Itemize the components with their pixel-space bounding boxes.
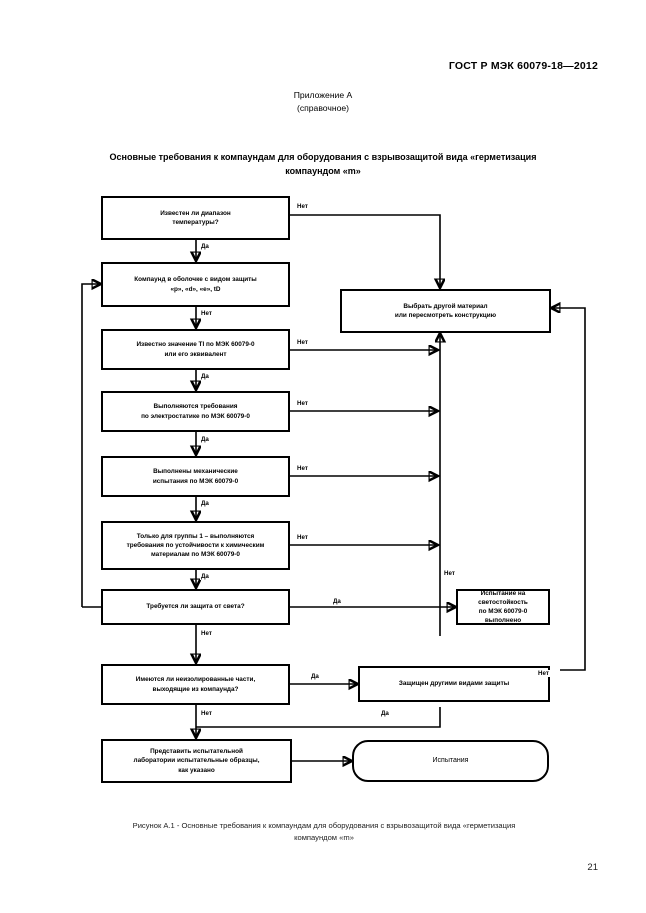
edge-label-no: Нет bbox=[200, 710, 213, 717]
edge-label-yes: Да bbox=[200, 373, 210, 380]
flow-node-tests[interactable]: Испытания bbox=[352, 740, 549, 782]
flow-node-compound-enclosure[interactable]: Компаунд в оболочке с видом защиты«p», «… bbox=[101, 262, 290, 307]
edge-label-no: Нет bbox=[537, 670, 550, 677]
figure-caption-line-2: компаундом «m» bbox=[294, 833, 354, 842]
edge-label-yes: Да bbox=[200, 500, 210, 507]
edge-label-yes: Да bbox=[332, 598, 342, 605]
flow-node-label: Испытания bbox=[432, 757, 469, 765]
edge-label-no: Нет bbox=[296, 339, 309, 346]
annex-label: Приложение А bbox=[293, 90, 353, 100]
figure-caption: Рисунок А.1 - Основные требования к комп… bbox=[48, 820, 600, 844]
edge-label-yes: Да bbox=[200, 436, 210, 443]
page-title-line-1: Основные требования к компаундам для обо… bbox=[109, 152, 537, 162]
edge-label-no: Нет bbox=[443, 570, 456, 577]
edge-label-no: Нет bbox=[296, 400, 309, 407]
edge-label-no: Нет bbox=[296, 465, 309, 472]
figure-caption-line-1: Рисунок А.1 - Основные требования к комп… bbox=[132, 821, 516, 830]
flow-node-label: Компаунд в оболочке с видом защиты«p», «… bbox=[134, 276, 257, 293]
edge-label-no: Нет bbox=[296, 203, 309, 210]
annex-kind: (справочное) bbox=[296, 103, 350, 113]
flow-node-label: Защищен другими видами защиты bbox=[398, 680, 510, 688]
page-title: Основные требования к компаундам для обо… bbox=[48, 150, 598, 178]
flow-node-label: Имеются ли неизолированные части,выходящ… bbox=[135, 676, 256, 693]
edge-label-yes: Да bbox=[200, 573, 210, 580]
page-title-line-2: компаундом «m» bbox=[285, 166, 361, 176]
flow-node-label: Требуется ли защита от света? bbox=[146, 603, 245, 611]
annex-block: Приложение А (справочное) bbox=[0, 89, 646, 115]
page-number: 21 bbox=[587, 862, 598, 873]
flow-node-protected-by-other-types[interactable]: Защищен другими видами защиты bbox=[358, 666, 550, 702]
edge-label-yes: Да bbox=[200, 243, 210, 250]
edge-label-yes: Да bbox=[310, 673, 320, 680]
edge-label-no: Нет bbox=[200, 310, 213, 317]
flow-node-light-protection-required[interactable]: Требуется ли защита от света? bbox=[101, 589, 290, 625]
edge-label-no: Нет bbox=[200, 630, 213, 637]
document-standard-id: ГОСТ Р МЭК 60079-18—2012 bbox=[448, 60, 598, 72]
edge-label-yes: Да bbox=[380, 710, 390, 717]
edge-label-no: Нет bbox=[296, 534, 309, 541]
flow-node-bare-parts-emerging[interactable]: Имеются ли неизолированные части,выходящ… bbox=[101, 664, 290, 705]
